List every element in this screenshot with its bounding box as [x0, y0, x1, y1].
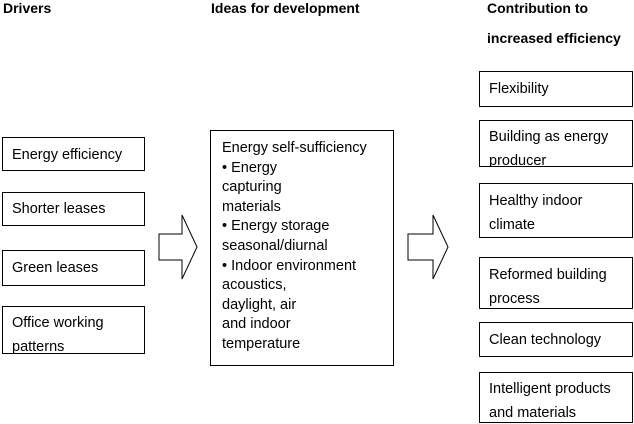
- contribution-box-clean-technology: Clean technology: [479, 322, 633, 357]
- contribution-label: process: [489, 291, 540, 307]
- contribution-box-intelligent-products-and-materials: Intelligent products and materials: [479, 372, 633, 423]
- contribution-label: Flexibility: [489, 81, 549, 97]
- contribution-label: Clean technology: [489, 332, 602, 348]
- ideas-line: seasonal/diurnal: [222, 237, 328, 254]
- ideas-line: capturing: [222, 179, 282, 196]
- driver-box-shorter-leases: Shorter leases: [2, 192, 145, 226]
- ideas-line: temperature: [222, 335, 301, 352]
- arrow-drivers-to-ideas: [158, 214, 198, 280]
- ideas-line: • Energy: [222, 159, 278, 176]
- ideas-line: • Energy storage: [222, 218, 330, 235]
- ideas-line: acoustics,: [222, 277, 287, 294]
- contribution-heading-line2: increased efficiency: [487, 30, 621, 46]
- driver-label: Shorter leases: [12, 201, 106, 217]
- contribution-label: Intelligent products: [489, 381, 611, 397]
- driver-label: Energy efficiency: [12, 147, 123, 163]
- ideas-line: and indoor: [222, 316, 291, 333]
- contribution-box-flexibility: Flexibility: [479, 71, 633, 107]
- drivers-heading: Drivers: [3, 0, 52, 16]
- contribution-label: Reformed building: [489, 267, 607, 283]
- driver-label: patterns: [12, 339, 65, 354]
- contribution-label: producer: [489, 153, 547, 167]
- contribution-label: Healthy indoor: [489, 193, 583, 209]
- driver-box-green-leases: Green leases: [2, 250, 145, 286]
- ideas-line: daylight, air: [222, 296, 297, 313]
- contribution-box-building-as-energy-producer: Building as energy producer: [479, 120, 633, 167]
- ideas-heading: Ideas for development: [211, 0, 360, 16]
- driver-label: Office working: [12, 315, 104, 331]
- driver-box-office-working-patterns: Office working patterns: [2, 306, 145, 354]
- contribution-label: climate: [489, 217, 535, 233]
- contribution-box-healthy-indoor-climate: Healthy indoor climate: [479, 183, 633, 238]
- arrow-ideas-to-contribution: [407, 214, 449, 280]
- ideas-line: materials: [222, 198, 281, 215]
- contribution-label: and materials: [489, 405, 577, 421]
- driver-label: Green leases: [12, 260, 99, 276]
- ideas-line: • Indoor environment: [222, 257, 357, 274]
- driver-box-energy-efficiency: Energy efficiency: [2, 137, 145, 171]
- contribution-box-reformed-building-process: Reformed building process: [479, 257, 633, 309]
- ideas-box: Energy self-sufficiency • Energy capturi…: [210, 130, 394, 366]
- ideas-line: Energy self-sufficiency: [222, 140, 367, 156]
- contribution-heading-line1: Contribution to: [487, 0, 589, 16]
- contribution-label: Building as energy: [489, 129, 609, 145]
